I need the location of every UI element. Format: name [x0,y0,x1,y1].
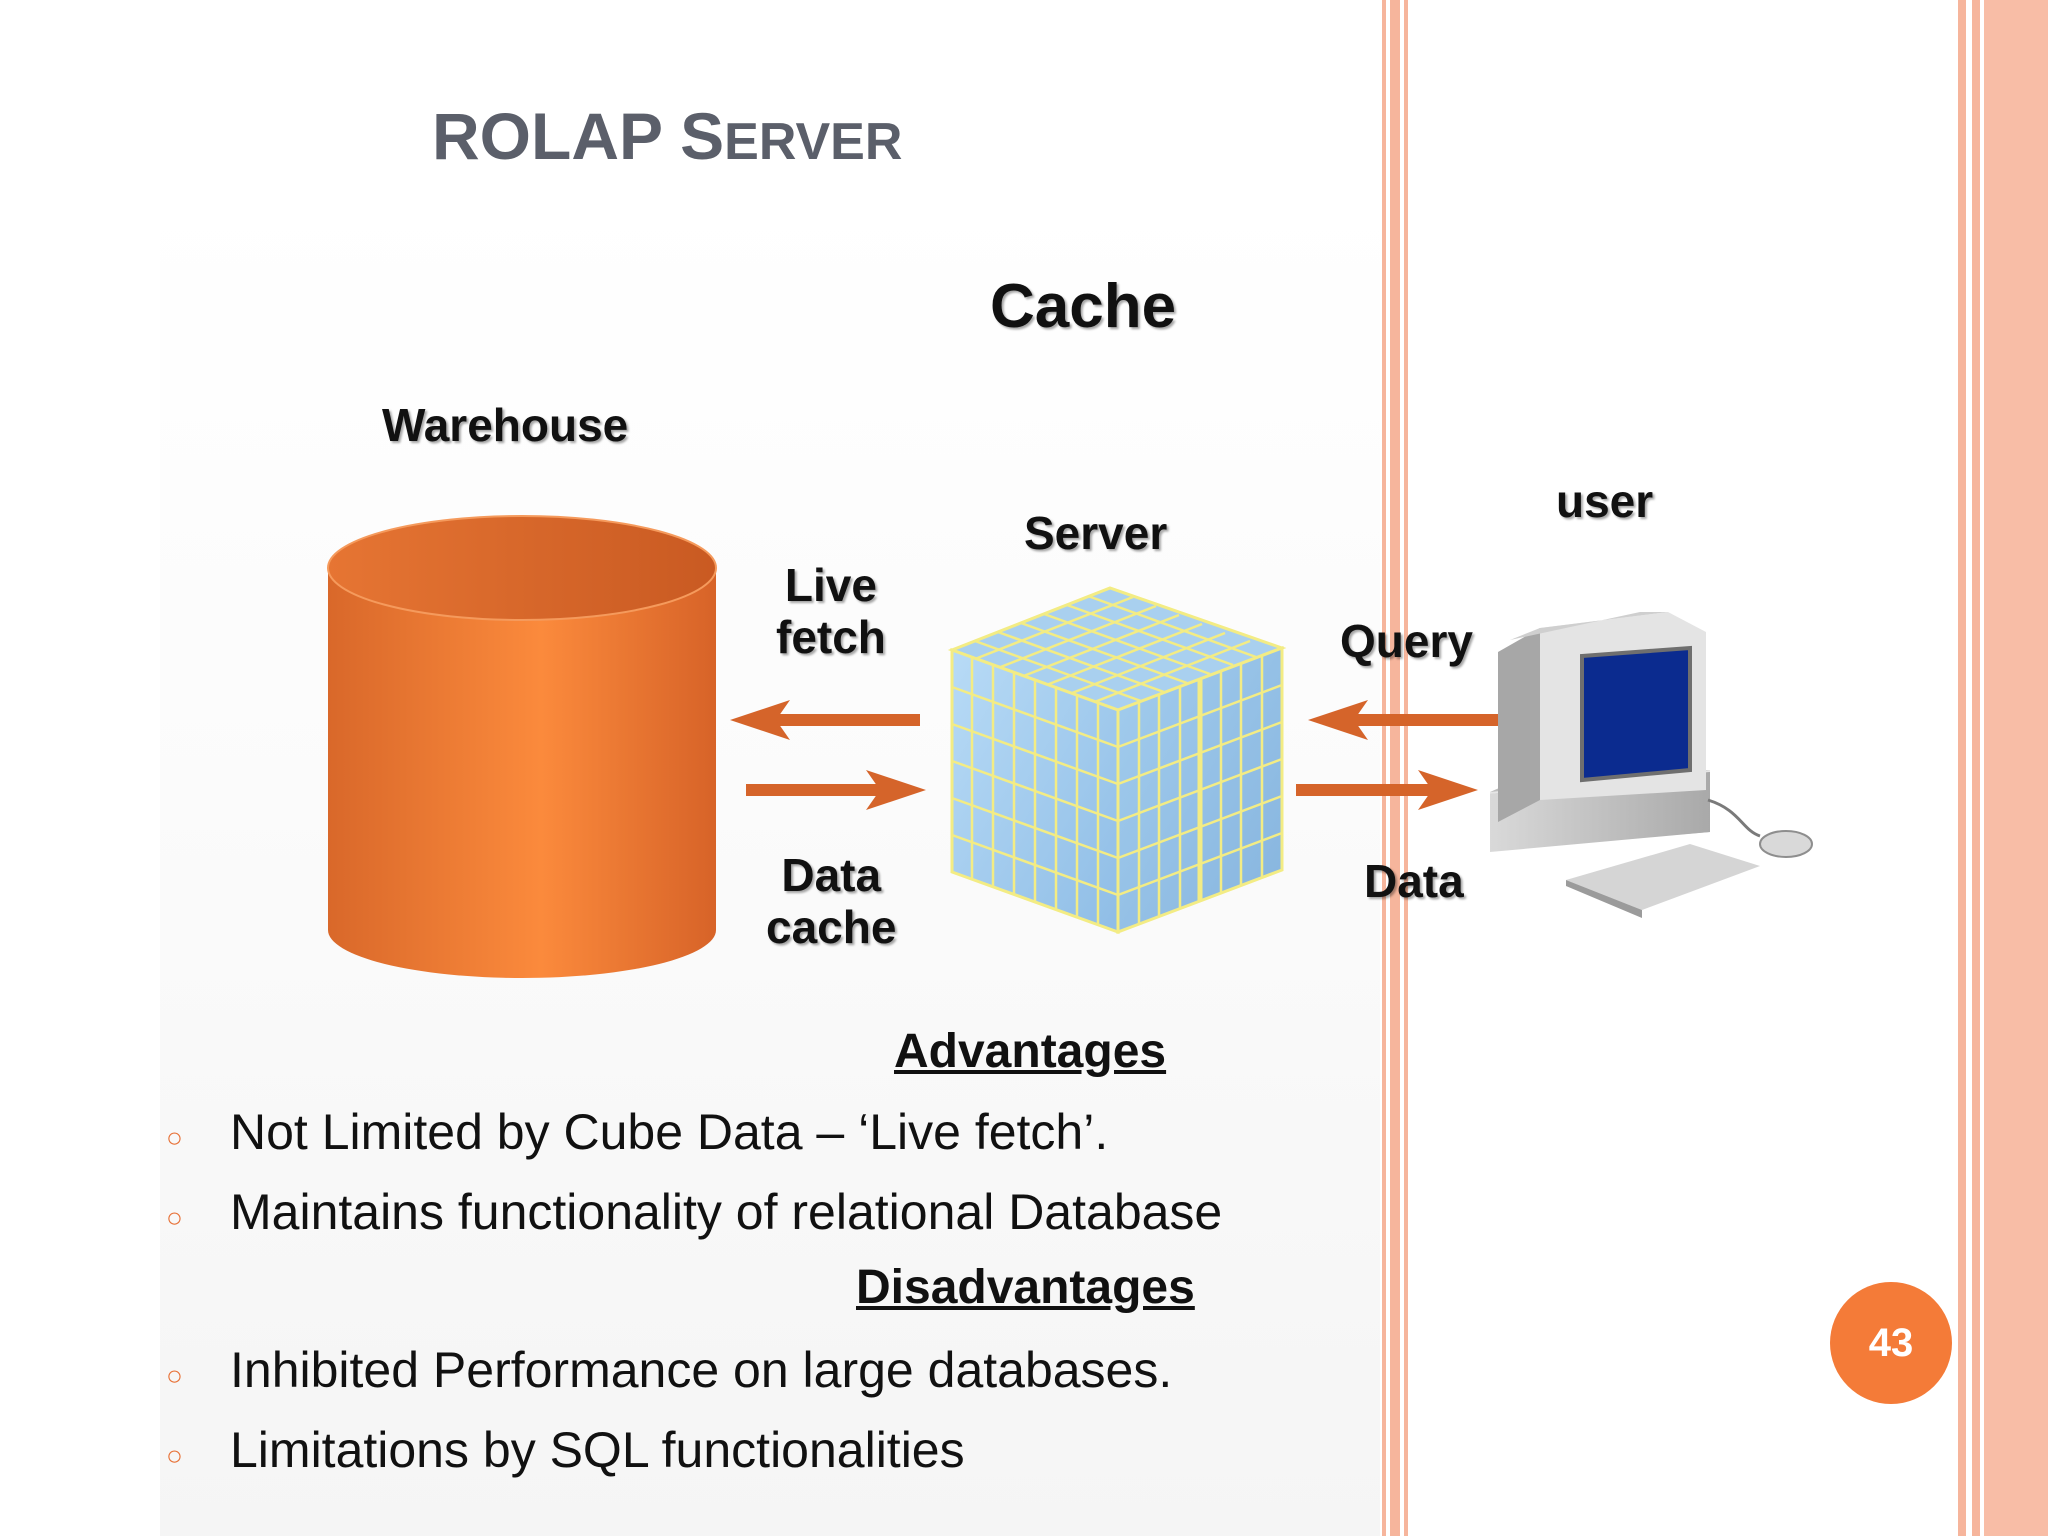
title-first-cap: ROLAP S [432,99,725,173]
query-arrow-icon [1308,700,1498,740]
advantage-text-2: Maintains functionality of relational Da… [230,1184,1223,1240]
disadvantage-text-1: Inhibited Performance on large databases… [230,1342,1173,1398]
title-rest: ERVER [724,113,903,171]
warehouse-label: Warehouse [382,399,629,451]
live-fetch-line-2: fetch [776,610,886,663]
server-label: Server [1024,507,1168,559]
advantages-heading: Advantages [894,1025,1167,1078]
disadvantages-heading: Disadvantages [856,1261,1195,1314]
circle-bullet-icon: ○ [166,1440,183,1471]
list-item: ○ Not Limited by Cube Data – ‘Live fetch’… [160,1092,1222,1172]
query-label: Query [1340,615,1473,667]
live-fetch-label: Live fetch [776,559,886,663]
circle-bullet-icon: ○ [166,1360,183,1391]
advantage-text-1: Not Limited by Cube Data – ‘Live fetch’. [230,1104,1109,1160]
data-return-label: Data [1364,855,1464,907]
data-cache-line-2: cache [766,900,897,953]
circle-bullet-icon: ○ [166,1122,183,1153]
data-return-arrow-icon [1296,770,1478,810]
list-item: ○ Maintains functionality of relational D… [160,1172,1222,1252]
cache-label: Cache [990,272,1177,341]
slide-title: ROLAP SERVER [432,98,902,174]
list-item: ○ Inhibited Performance on large database… [160,1330,1172,1410]
data-cache-arrow-icon [746,770,926,810]
user-label: user [1556,475,1654,527]
advantages-list: ○ Not Limited by Cube Data – ‘Live fetch’… [160,1092,1222,1252]
disadvantage-text-2: Limitations by SQL functionalities [230,1422,965,1478]
data-cache-line-1: Data [781,849,882,901]
user-computer-icon [1490,612,1813,918]
disadvantages-list: ○ Inhibited Performance on large database… [160,1330,1172,1490]
server-cube-icon [947,586,1287,935]
live-fetch-line-1: Live [784,559,877,611]
warehouse-database-icon [327,515,717,978]
page-number-badge: 43 [1830,1282,1952,1404]
live-fetch-arrow-icon [730,700,920,740]
data-cache-label: Data cache [766,849,897,953]
list-item: ○ Limitations by SQL functionalities [160,1410,1172,1490]
circle-bullet-icon: ○ [166,1202,183,1233]
